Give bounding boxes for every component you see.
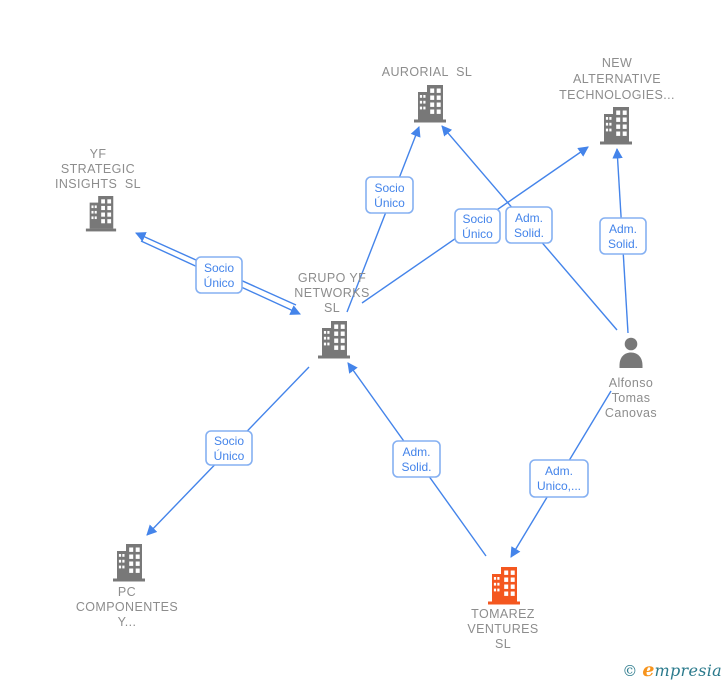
node-yf-strategic-insights[interactable]: YF STRATEGIC INSIGHTS SL (55, 147, 141, 232)
node-label-line: STRATEGIC (61, 162, 135, 176)
node-label-line: AURORIAL SL (382, 65, 472, 79)
node-label-line: NETWORKS (294, 286, 369, 300)
edge-label-line: Único (214, 448, 245, 463)
edge-label-line: Adm. (515, 211, 543, 225)
edge-label-tomarez-to-grupo: Adm. Solid. (392, 440, 441, 478)
edge-label-grupo-to-pc: Socio Único (205, 430, 253, 466)
node-alfonso-tomas-canovas[interactable]: Alfonso Tomas Canovas (605, 337, 657, 420)
edge-label-alfonso-to-newalt: Adm. Solid. (599, 217, 647, 255)
node-label-line: Tomas (612, 391, 651, 405)
node-label-line: TECHNOLOGIES... (559, 88, 675, 102)
edge-label-grupo-to-aurorial: Socio Único (365, 176, 414, 214)
building-icon (488, 567, 520, 605)
node-label-line: ALTERNATIVE (573, 72, 661, 86)
edge-label-line: Socio (204, 261, 234, 275)
node-label-line: YF (90, 147, 107, 161)
building-icon (113, 544, 145, 582)
building-icon (318, 321, 350, 359)
node-label-line: Alfonso (609, 376, 654, 390)
node-tomarez-ventures[interactable]: TOMAREZ VENTURES SL (467, 567, 538, 651)
node-label-line: Canovas (605, 406, 657, 420)
node-label-line: GRUPO YF (298, 271, 366, 285)
edge-label-line: Adm. (545, 464, 573, 478)
building-icon (414, 85, 446, 123)
node-label-line: Y... (118, 615, 137, 629)
edge-label-line: Adm. (609, 222, 637, 236)
node-label-line: NEW (602, 56, 632, 70)
edge-label-line: Solid. (514, 226, 544, 240)
edge-label-line: Único (204, 275, 235, 290)
node-label-line: VENTURES (467, 622, 538, 636)
edge-label-line: Solid. (401, 460, 431, 474)
node-label-line: SL (324, 301, 340, 315)
building-icon (600, 107, 632, 145)
node-pc-componentes[interactable]: PC COMPONENTES Y... (76, 544, 178, 629)
node-label-line: INSIGHTS SL (55, 177, 141, 191)
empresia-watermark[interactable]: ©empresia (622, 659, 722, 681)
edge-label-alfonso-to-aurorial: Adm. Solid. (505, 206, 553, 244)
node-label-line: PC (118, 585, 136, 599)
edge-labels: Socio Único Socio Único Adm. Solid. Adm.… (195, 176, 647, 498)
edge-label-line: Socio (214, 434, 244, 448)
edge-label-line: Socio (462, 212, 492, 226)
node-label-line: SL (495, 637, 511, 651)
edge-label-line: Solid. (608, 237, 638, 251)
node-grupo-yf-networks[interactable]: GRUPO YF NETWORKS SL (294, 271, 369, 359)
edge-label-line: Unico,... (537, 479, 581, 493)
node-aurorial[interactable]: AURORIAL SL (382, 65, 472, 123)
edge-label-grupo-to-newalt: Socio Único (454, 208, 501, 244)
node-label-line: COMPONENTES (76, 600, 178, 614)
edge-label-line: Único (462, 226, 493, 241)
building-icon (85, 196, 117, 232)
edge-label-grupo-yfstrategic: Socio Único (195, 256, 243, 294)
nodes: AURORIAL SL NEW ALTERNATIVE TECHNOLOGIES… (55, 56, 675, 651)
edge-grupo-to-aurorial (346, 126, 421, 313)
edge-label-alfonso-to-tomarez: Adm. Unico,... (529, 459, 589, 498)
empresia-logo-text: mpresia (654, 661, 722, 680)
node-new-alternative-technologies[interactable]: NEW ALTERNATIVE TECHNOLOGIES... (559, 56, 675, 145)
edge-label-line: Socio (374, 181, 404, 195)
edge-label-line: Único (374, 195, 405, 210)
copyright-symbol: © (622, 662, 638, 680)
edge-label-line: Adm. (402, 445, 430, 459)
empresia-logo-initial: e (642, 659, 655, 681)
node-label-line: TOMAREZ (471, 607, 535, 621)
person-icon (619, 337, 643, 368)
